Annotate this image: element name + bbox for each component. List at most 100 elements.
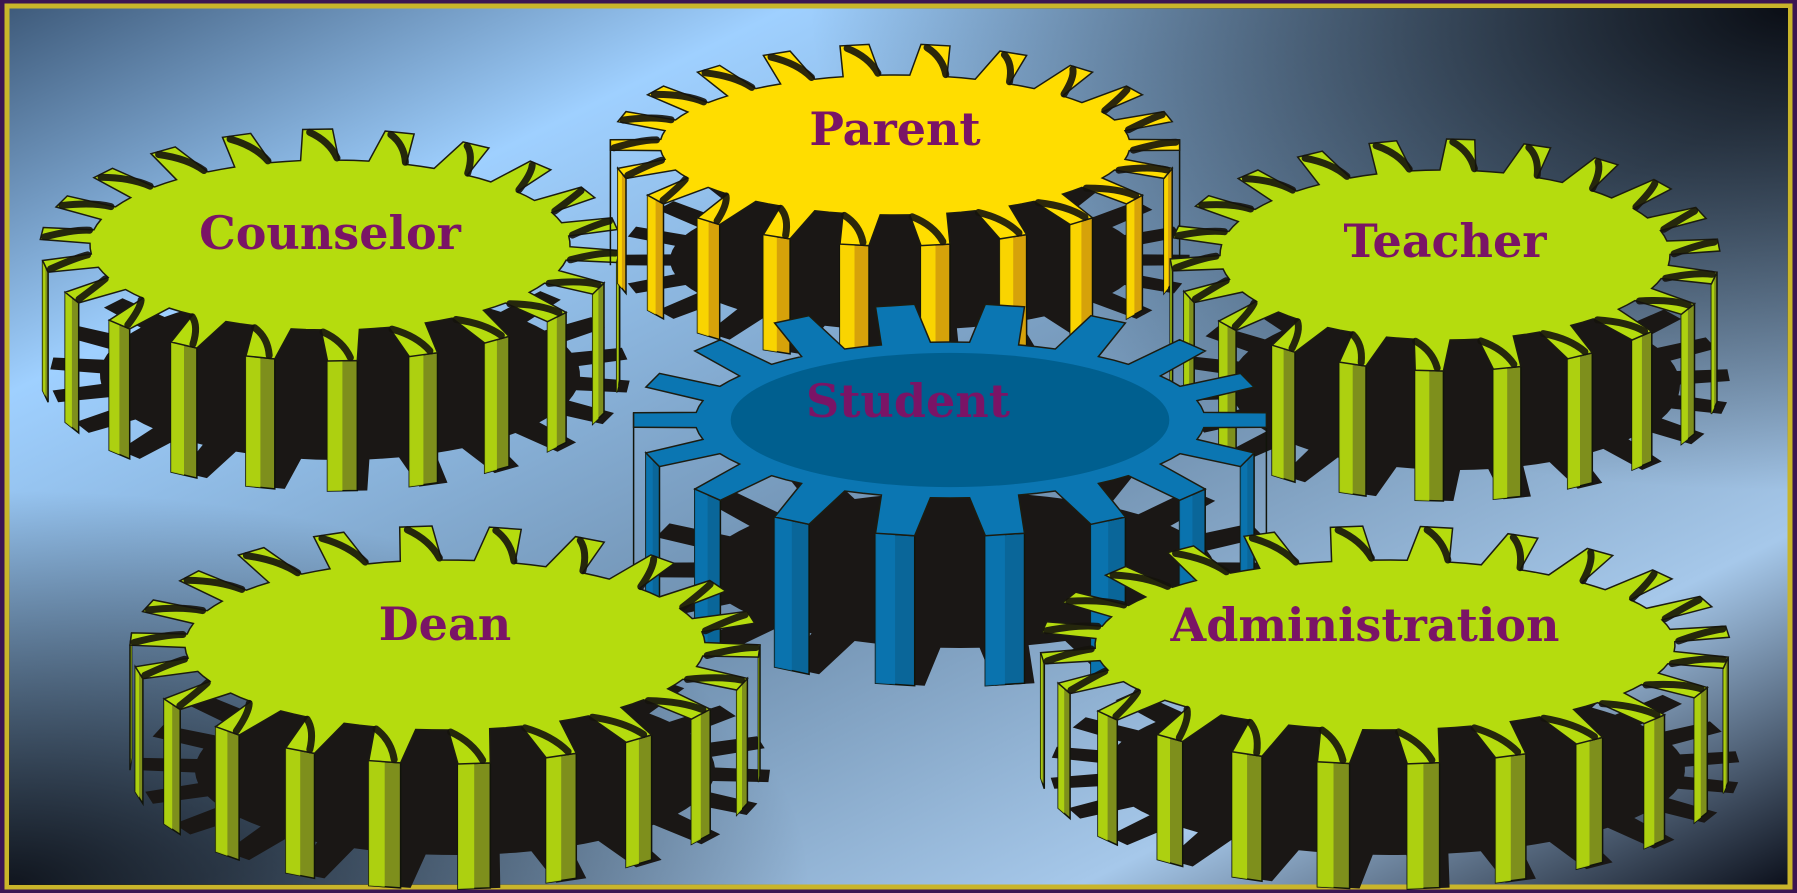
dean-gear-tooth-notch [183,576,246,593]
counselor-gear-tooth-highlight [484,339,497,474]
parent-gear-tooth-notch [659,176,689,204]
teacher-gear-tooth-notch [1241,175,1297,194]
teacher-gear-tooth-highlight [1272,345,1284,479]
administration-gear-tooth-highlight [1098,711,1108,841]
administration-gear-top [1039,525,1731,765]
student-label: Student [806,374,1011,428]
counselor-gear-tooth-notch [251,324,273,359]
administration-gear-tooth-notch [1248,534,1300,566]
dean-gear-top [129,525,761,765]
administration-gear-tooth-notch [1675,625,1727,645]
teacher-gear-tooth-highlight [1493,367,1508,500]
dean-gear-tooth-notch [303,715,316,754]
counselor-gear-tooth-highlight [65,292,72,428]
administration-gear: Administration [1039,525,1740,890]
parent-gear-tooth-notch [767,53,815,81]
parent-gear-tooth-notch [1060,65,1077,98]
teacher-gear-tooth-notch [1288,318,1302,352]
teacher-gear-tooth-notch [1477,337,1518,368]
parent-gear-tooth-notch [1000,51,1014,86]
teacher-gear-tooth-notch [1198,201,1255,213]
teacher-gear-tooth-highlight [1711,278,1715,414]
parent-gear-tooth-notch [713,192,730,225]
counselor-gear-tooth-notch [387,131,409,166]
counselor-gear-tooth-highlight [616,256,619,393]
administration-gear-tooth-notch [1661,596,1703,623]
dean-gear-tooth-notch [679,580,714,611]
teacher-gear-tooth-highlight [1681,309,1688,445]
teacher-gear-tooth-notch [1191,277,1230,303]
administration-gear-tooth-notch [1043,645,1095,665]
dean-gear-tooth-highlight [368,760,385,887]
counselor-gear-tooth-notch [97,173,154,190]
dean-label: Dean [379,597,511,651]
parent-gear-tooth-highlight [1126,199,1135,319]
parent-gear-tooth-notch [840,211,867,246]
teacher-gear-tooth-notch [1589,158,1603,192]
counselor-gear-tooth-highlight [109,320,120,455]
parent-gear-tooth-notch [1115,164,1171,174]
administration-gear-tooth-notch [1395,728,1436,764]
counselor-gear-tooth-notch [463,142,474,177]
dean-gear-tooth-notch [242,552,302,577]
dean-gear: Dean [129,525,770,890]
administration-gear-tooth-highlight [1576,740,1590,870]
administration-gear-tooth-notch [1065,597,1128,609]
teacher-gear-tooth-notch [1349,331,1365,366]
counselor-gear-tooth-notch [124,296,145,329]
teacher-gear-tooth-notch [1231,299,1258,330]
teacher-gear-tooth-highlight [1632,335,1642,470]
counselor-gear-tooth-notch [41,226,94,241]
teacher-gear-tooth-notch [1174,227,1228,240]
teacher-gear-tooth-notch [1449,138,1478,173]
counselor-gear-tooth-notch [58,200,115,211]
teacher-gear-tooth-notch [1301,154,1351,180]
administration-gear-tooth-highlight [1407,763,1424,889]
parent-gear-tooth-highlight [763,234,777,352]
administration-gear-tooth-highlight [1058,683,1065,814]
administration-gear-tooth-notch [1334,526,1375,562]
dean-gear-tooth-notch [644,697,707,714]
administration-gear-tooth-highlight [1644,719,1655,849]
administration-gear-tooth-notch [1043,622,1102,635]
dean-gear-tooth-notch [447,728,487,764]
counselor-gear-tooth-highlight [245,356,261,488]
parent-label: Parent [809,102,981,156]
counselor-gear-tooth-notch [452,316,505,339]
parent-gear-tooth-highlight [1070,221,1082,340]
dean-gear-tooth-highlight [285,747,301,876]
dean-gear-tooth-highlight [164,698,173,830]
parent-gear-tooth-highlight [1164,173,1169,294]
counselor-gear-tooth-notch [188,313,200,348]
administration-gear-tooth-highlight [1040,652,1043,784]
administration-gear-tooth-notch [1629,570,1658,602]
parent-gear-tooth-notch [610,136,661,152]
counselor-gear-tooth-notch [226,135,272,165]
administration-gear-tooth-notch [1318,726,1347,764]
dean-gear-tooth-notch [683,674,745,684]
administration-gear-tooth-highlight [1694,692,1701,823]
dean-gear-tooth-notch [576,536,589,575]
student-gear-face [730,352,1170,488]
counselor-gear-tooth-notch [319,328,354,362]
parent-gear-tooth-notch [923,44,950,79]
dean-gear-tooth-highlight [130,632,132,765]
teacher-gear: Teacher [1169,138,1730,502]
parent-gear-tooth-notch [975,209,1023,237]
administration-gear-tooth-notch [1540,714,1598,741]
parent-gear-tooth-highlight [617,168,622,289]
administration-gear-tooth-notch [1109,571,1172,590]
student-gear-tooth-highlight [645,452,653,610]
counselor-gear-tooth-notch [545,278,602,288]
administration-gear-tooth-notch [1067,667,1109,694]
dean-gear-tooth-notch [492,527,518,565]
dean-gear-tooth-notch [701,611,749,635]
counselor-gear-tooth-highlight [327,360,343,491]
parent-gear-tooth-notch [650,90,708,106]
dean-gear-tooth-notch [588,713,648,738]
dean-gear-tooth-notch [130,631,187,646]
administration-gear-tooth-notch [1175,705,1191,742]
teacher-gear-tooth-notch [1593,316,1649,335]
parent-gear-tooth-highlight [697,217,709,337]
